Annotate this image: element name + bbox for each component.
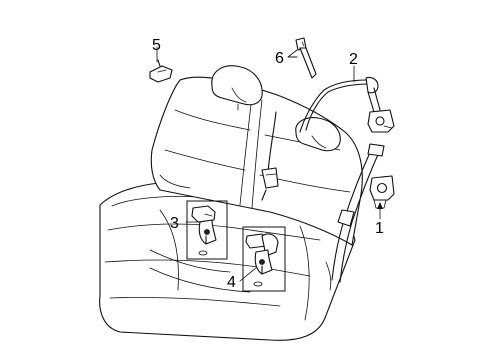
callout-1: 1 bbox=[375, 220, 384, 237]
callout-6: 6 bbox=[275, 50, 284, 67]
shoulder-belt-assembly bbox=[299, 76, 395, 133]
callout-5: 5 bbox=[152, 37, 161, 54]
buckle-detail-4 bbox=[242, 226, 286, 292]
center-seat-belt bbox=[261, 111, 279, 201]
callout-4: 4 bbox=[227, 274, 236, 291]
callout-labels: 5 6 2 3 4 1 bbox=[152, 37, 384, 291]
anchor-tongue-6 bbox=[288, 37, 317, 79]
belt-guide-clip-5 bbox=[149, 59, 173, 83]
buckle-detail-3 bbox=[186, 200, 228, 260]
headrest-left bbox=[211, 65, 263, 111]
outer-seat-belt bbox=[325, 143, 395, 291]
leader-lines bbox=[156, 46, 383, 282]
callout-3: 3 bbox=[170, 215, 179, 232]
callout-2: 2 bbox=[349, 51, 358, 68]
